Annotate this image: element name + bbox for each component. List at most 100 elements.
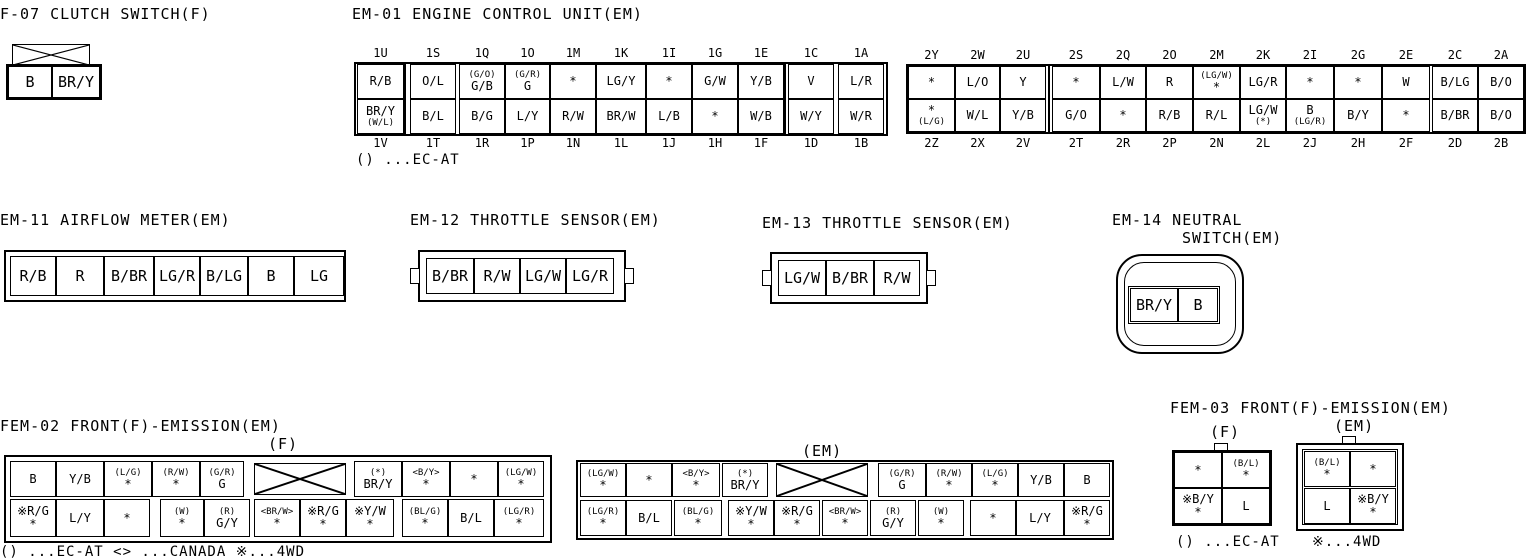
fem02-title: FEM-02 FRONT(F)-EMISSION(EM): [0, 417, 281, 435]
em01-pin: R/W: [550, 99, 596, 134]
fem02-left-pin: (R/W)*: [152, 461, 200, 497]
em01-pin-label-bottom: 2P: [1162, 136, 1177, 150]
fem03-left-pin: *: [1174, 452, 1222, 488]
em01-pin-label-top: 2A: [1493, 48, 1509, 62]
fem02-left-pin: (L/G)*: [104, 461, 152, 497]
em01-pin-label-top: 2K: [1255, 48, 1271, 62]
em01-pin-label-bottom: 2L: [1255, 136, 1271, 150]
em01-pin-label-top: 2Y: [924, 48, 939, 62]
em01-pin-label-top: 2C: [1447, 48, 1463, 62]
fem02-right-pin: *: [626, 463, 672, 497]
em01-pin: R: [1146, 66, 1193, 99]
fem02-left-pin: (G/R)G: [200, 461, 244, 497]
em01-note: () ...EC-AT: [356, 152, 460, 168]
em01-pin: Y/B: [1000, 99, 1046, 132]
fem02-left-key-box: [254, 463, 346, 495]
em01-pin: B/G: [459, 99, 505, 134]
em12-pin-4: LG/R: [566, 258, 614, 294]
f07-pin-2: BR/Y: [52, 66, 100, 98]
em14-pin-1: BR/Y: [1130, 288, 1178, 322]
em01-pin: *: [1286, 66, 1334, 99]
em01-pin: B/O: [1478, 66, 1524, 99]
em01-pin: *: [550, 64, 596, 99]
em01-pin: R/L: [1193, 99, 1240, 132]
em01-pin: *(L/G): [908, 99, 955, 132]
em01-divider-c: [1048, 64, 1050, 134]
fem03-right-pin: *: [1350, 451, 1396, 487]
em01-pin-label-top: 2I: [1302, 48, 1318, 62]
fem02-right-pin: (R)G/Y: [870, 500, 916, 536]
fem02-right-pin: (LG/W)*: [580, 463, 626, 497]
fem03-left-pin: L: [1222, 488, 1270, 524]
em01-pin: *: [1382, 99, 1430, 132]
em14-title-line1: EM-14 NEUTRAL: [1112, 211, 1243, 229]
fem02-right-pin: (W)*: [918, 500, 964, 536]
em01-pin-label-top: 1U: [373, 46, 388, 60]
em01-pin: B/Y: [1334, 99, 1382, 132]
em01-pin-label-bottom: 2F: [1398, 136, 1414, 150]
fem02-right-pin: L/Y: [1016, 500, 1064, 536]
em01-pin: LG/Y: [596, 64, 646, 99]
em12-title: EM-12 THROTTLE SENSOR(EM): [410, 211, 661, 229]
em01-pin: W/L: [955, 99, 1000, 132]
fem02-right-pin: *: [970, 500, 1016, 536]
em01-pin-label-top: 2W: [970, 48, 985, 62]
fem02-right-pin: ※R/G*: [1064, 500, 1110, 536]
em01-pin: *: [908, 66, 955, 99]
em01-pin-label-bottom: 2V: [1015, 136, 1031, 150]
em01-pin-label-bottom: 2J: [1302, 136, 1318, 150]
em01-pin-label-top: 1G: [707, 46, 723, 60]
em12-right-tab: [624, 268, 634, 284]
em01-pin: O/L: [410, 64, 456, 99]
fem02-right-pin: (*)BR/Y: [722, 463, 768, 497]
em01-pin: B/L: [410, 99, 456, 134]
fem02-right-key-box: [776, 463, 868, 497]
em13-pin-1: LG/W: [778, 260, 826, 296]
em14-title-line2: SWITCH(EM): [1182, 229, 1283, 247]
em01-pin-label-bottom: 1T: [425, 136, 441, 150]
em01-pin: B(LG/R): [1286, 99, 1334, 132]
em01-pin: L/Y: [505, 99, 550, 134]
em01-pin: W/Y: [788, 99, 834, 134]
fem02-right-pin: <B/Y>*: [672, 463, 720, 497]
fem02-left-pin: ※Y/W*: [346, 499, 394, 537]
em01-pin: W/R: [838, 99, 884, 134]
em12-left-tab: [410, 268, 420, 284]
em01-pin: (G/O)G/B: [459, 64, 505, 99]
fem02-left-pin: ※R/G*: [10, 499, 56, 537]
fem03-right-pin: (B/L)*: [1304, 451, 1350, 487]
em01-pin: *: [1334, 66, 1382, 99]
em01-pin-label-top: 2O: [1162, 48, 1177, 62]
em14-pin-2: B: [1178, 288, 1218, 322]
fem02-right-pin: <BR/W>*: [822, 500, 868, 536]
em01-pin: *: [1100, 99, 1146, 132]
em01-pin-label-bottom: 1R: [474, 136, 490, 150]
em01-pin: W: [1382, 66, 1430, 99]
em01-pin-label-bottom: 2N: [1209, 136, 1224, 150]
em01-pin-label-bottom: 2Z: [924, 136, 939, 150]
em14-connector-inner: [1124, 262, 1236, 346]
fem03-left-pin: (B/L)*: [1222, 452, 1270, 488]
em01-pin-label-top: 2S: [1068, 48, 1084, 62]
em01-pin-label-top: 1K: [613, 46, 629, 60]
fem03-right-pin: L: [1304, 488, 1350, 524]
em12-pin-1: B/BR: [426, 258, 474, 294]
em01-pin-label-bottom: 2B: [1493, 136, 1509, 150]
fem02-left-pin: (BL/G)*: [402, 499, 448, 537]
fem02-right-pin: (G/R)G: [878, 463, 926, 497]
em01-divider-a: [404, 62, 406, 136]
fem02-left-pin: (*)BR/Y: [354, 461, 402, 497]
em01-pin-label-bottom: 1J: [661, 136, 677, 150]
fem02-right-pin: ※Y/W*: [728, 500, 774, 536]
em01-pin-label-bottom: 2T: [1068, 136, 1084, 150]
em01-pin-label-bottom: 1F: [753, 136, 769, 150]
em01-pin: B/O: [1478, 99, 1524, 132]
fem02-right-pin: (LG/R)*: [580, 500, 626, 536]
em01-pin: L/B: [646, 99, 692, 134]
em13-right-tab: [926, 270, 936, 286]
em01-pin: B/BR: [1432, 99, 1478, 132]
em12-pin-3: LG/W: [520, 258, 566, 294]
fem02-right-pin: B/L: [626, 500, 672, 536]
em01-pin-label-top: 2G: [1350, 48, 1366, 62]
f07-pin-1: B: [8, 66, 52, 98]
